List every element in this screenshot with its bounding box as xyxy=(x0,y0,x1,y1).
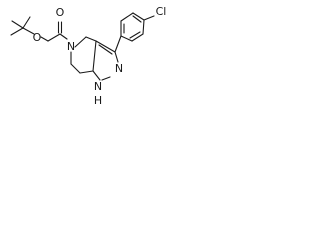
nh-nitrogen-label: N xyxy=(94,80,102,93)
chlorine-label: Cl xyxy=(156,5,167,18)
pyrazole-nitrogen-label: N xyxy=(115,62,123,75)
nh-hydrogen-label: H xyxy=(94,94,102,107)
carbonyl-oxygen-label: O xyxy=(56,6,65,19)
chlorophenyl-ring xyxy=(114,12,155,53)
piperidine-ring xyxy=(70,36,97,74)
ester-oxygen-label: O xyxy=(33,31,42,44)
chemical-structure: O O N N N H Cl xyxy=(10,5,167,107)
carbamate-group xyxy=(40,21,68,42)
tert-butyl-group xyxy=(10,16,35,36)
ring-nitrogen-label: N xyxy=(67,40,75,53)
pyrazole-ring xyxy=(92,40,119,81)
